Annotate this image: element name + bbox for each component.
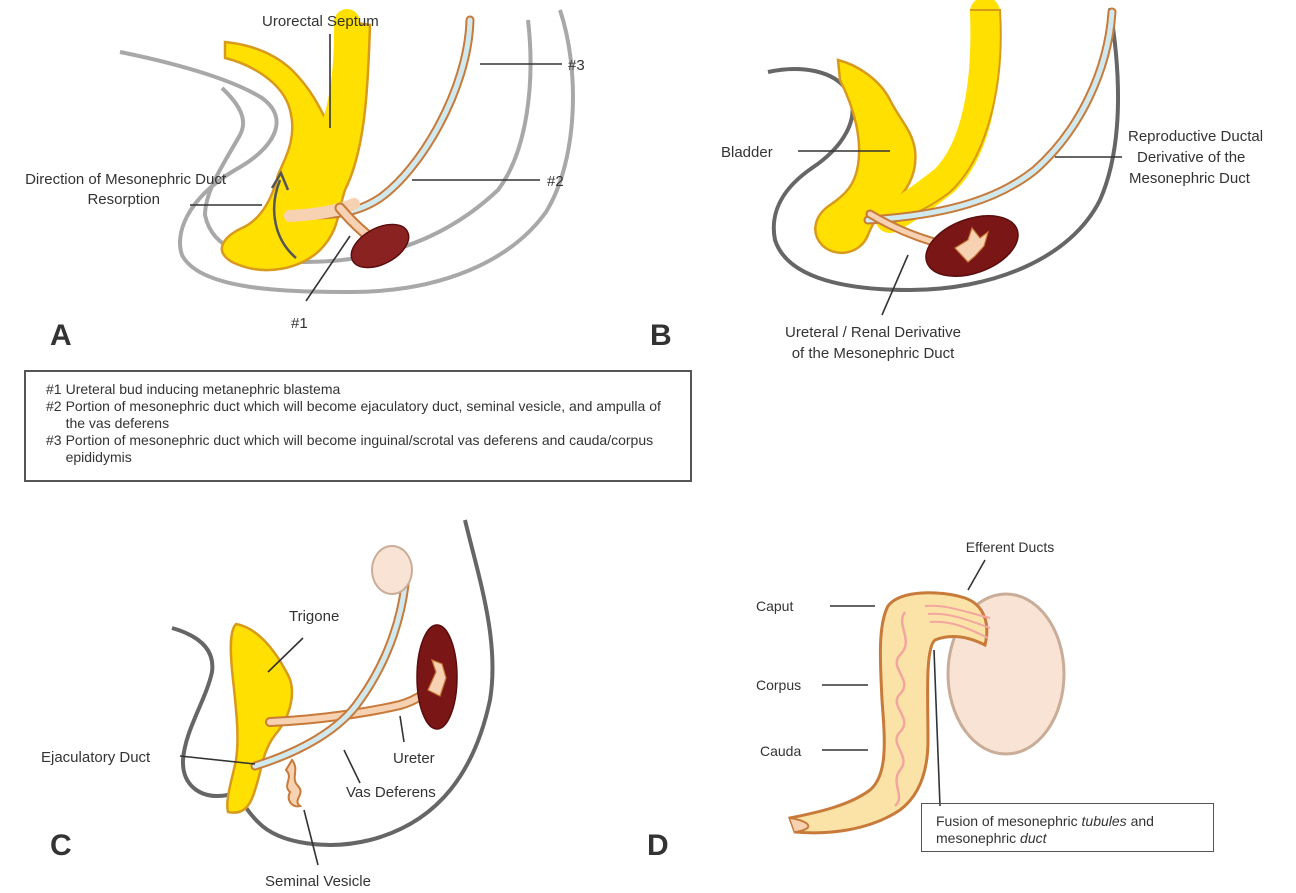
panel-b: Bladder Reproductive Ductal Derivative o…: [650, 8, 1263, 362]
panel-a: Urorectal Septum #3 #2 #1 Direction of M…: [25, 10, 585, 352]
legend-item: #3 Portion of mesonephric duct which wil…: [46, 432, 676, 466]
urorectal-septum-label: Urorectal Septum: [262, 13, 379, 30]
fusion-text-1: Fusion of mesonephric: [936, 813, 1082, 829]
direction-label-line1: Direction of Mesonephric Duct: [25, 171, 227, 188]
panel-c-letter: C: [50, 829, 72, 862]
ureteral-label-line1: Ureteral / Renal Derivative: [785, 324, 961, 341]
trigone-label: Trigone: [289, 608, 339, 625]
fusion-text-3: mesonephric: [936, 830, 1020, 846]
legend-text: Ureteral bud inducing metanephric blaste…: [66, 381, 676, 398]
fusion-em-tubules: tubules: [1082, 813, 1127, 829]
panel-b-letter: B: [650, 319, 672, 352]
fusion-line-2: mesonephric duct: [936, 830, 1199, 847]
fusion-text-2: and: [1127, 813, 1154, 829]
corpus-label: Corpus: [756, 677, 801, 693]
fusion-em-duct: duct: [1020, 830, 1046, 846]
fusion-line-1: Fusion of mesonephric tubules and: [936, 813, 1199, 830]
reproductive-label-line2: Derivative of the: [1137, 149, 1245, 166]
marker-2-label: #2: [547, 173, 564, 190]
ureteral-label-line2: of the Mesonephric Duct: [792, 345, 955, 362]
legend-text: Portion of mesonephric duct which will b…: [66, 398, 676, 432]
ureter-label: Ureter: [393, 750, 435, 767]
direction-label-line2: Resorption: [87, 191, 160, 208]
cauda-label: Cauda: [760, 743, 801, 759]
legend-item: #1 Ureteral bud inducing metanephric bla…: [46, 381, 676, 398]
reproductive-label-line3: Mesonephric Duct: [1129, 170, 1251, 187]
legend-key: #1: [46, 381, 66, 398]
legend-key: #2: [46, 398, 66, 432]
panel-c: Trigone Ejaculatory Duct Ureter Vas Defe…: [41, 520, 493, 890]
bladder-label: Bladder: [721, 144, 773, 161]
fusion-box: Fusion of mesonephric tubules and mesone…: [921, 803, 1214, 852]
legend-text: Portion of mesonephric duct which will b…: [66, 432, 676, 466]
seminal-vesicle-label: Seminal Vesicle: [265, 873, 371, 890]
panel-d-letter: D: [647, 829, 669, 862]
panel-a-letter: A: [50, 319, 72, 352]
legend-item: #2 Portion of mesonephric duct which wil…: [46, 398, 676, 432]
panel-c-testis: [372, 546, 412, 594]
marker-1-label: #1: [291, 315, 308, 332]
marker-3-label: #3: [568, 57, 585, 74]
caput-label: Caput: [756, 598, 793, 614]
reproductive-label-line1: Reproductive Ductal: [1128, 128, 1263, 145]
legend-key: #3: [46, 432, 66, 466]
ejaculatory-duct-label: Ejaculatory Duct: [41, 749, 151, 766]
legend-box: #1 Ureteral bud inducing metanephric bla…: [24, 370, 692, 482]
efferent-ducts-label: Efferent Ducts: [966, 539, 1054, 555]
panel-c-seminal-vesicle: [286, 760, 301, 806]
vas-deferens-label: Vas Deferens: [346, 784, 436, 801]
